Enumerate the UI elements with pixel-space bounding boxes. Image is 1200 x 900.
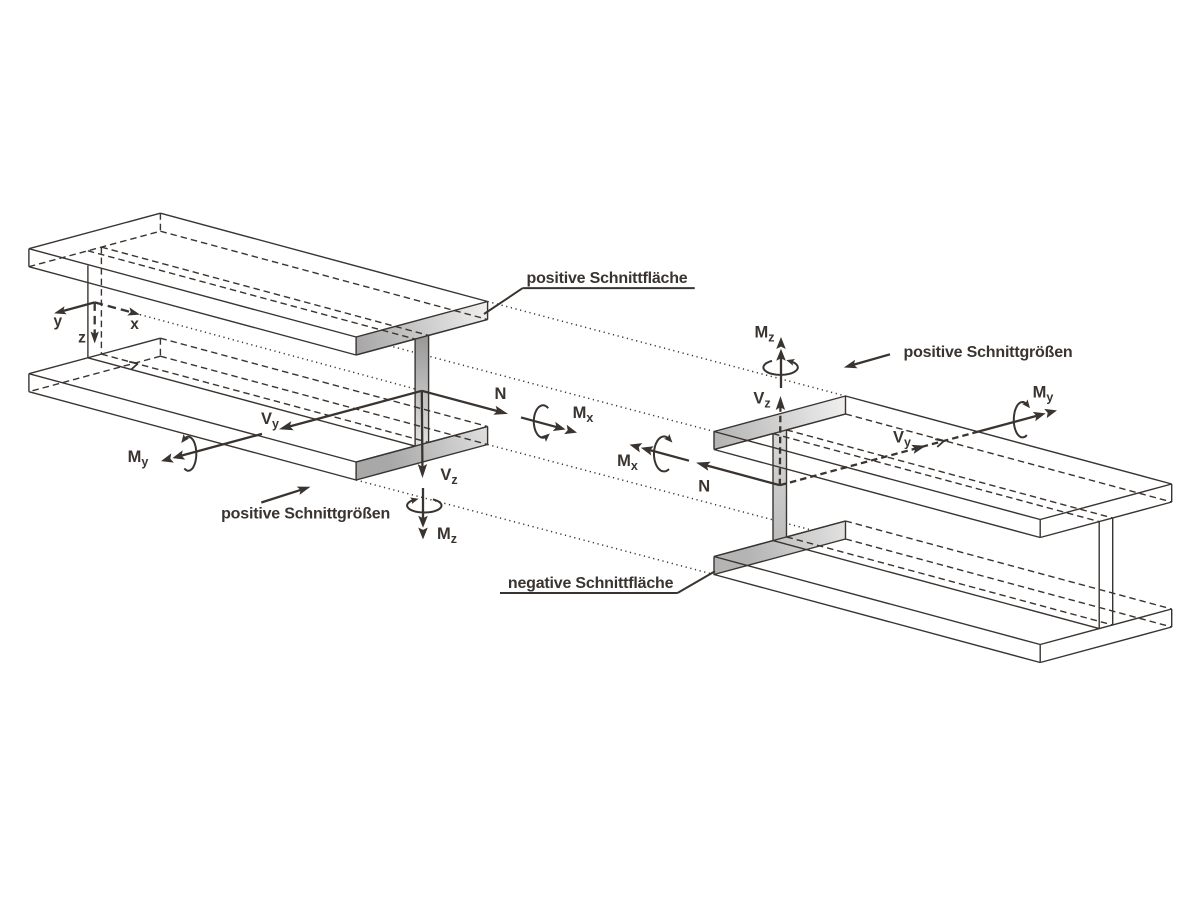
svg-text:positive Schnittgrößen: positive Schnittgrößen [221, 506, 390, 523]
svg-text:N: N [495, 385, 507, 403]
svg-text:negative Schnittfläche: negative Schnittfläche [508, 575, 674, 592]
svg-text:y: y [53, 313, 62, 330]
svg-text:positive Schnittfläche: positive Schnittfläche [527, 270, 688, 287]
svg-text:N: N [698, 478, 710, 496]
svg-text:x: x [130, 316, 139, 333]
svg-text:z: z [78, 330, 86, 347]
svg-text:positive Schnittgrößen: positive Schnittgrößen [904, 344, 1073, 361]
